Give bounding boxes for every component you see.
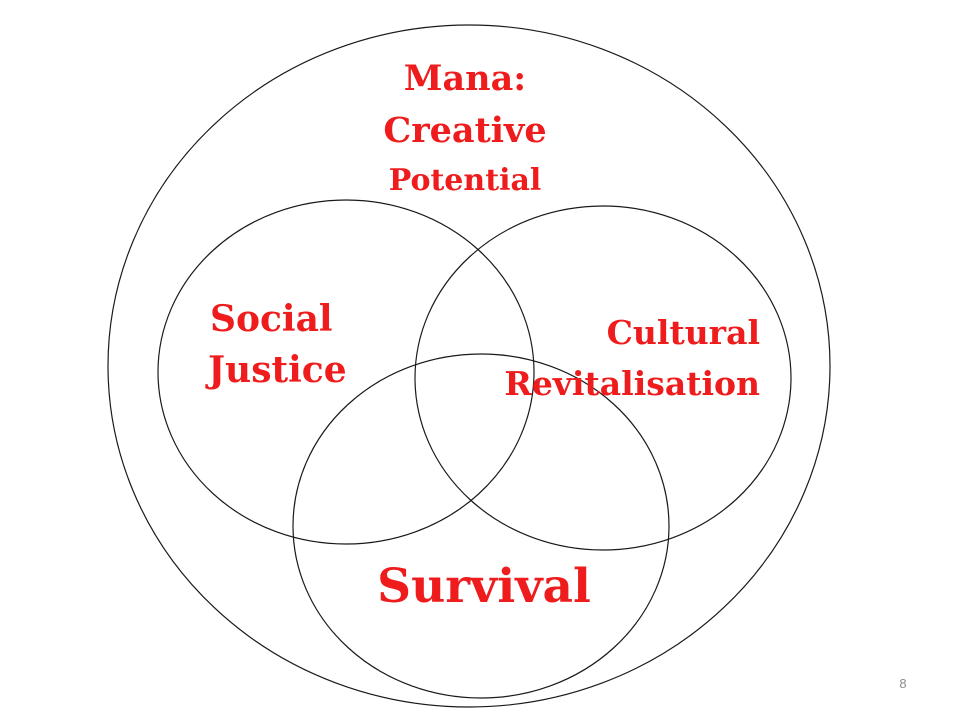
circle-cultural-revitalisation [414, 205, 792, 551]
label-social: Social [210, 298, 333, 340]
page-number: 8 [899, 676, 907, 691]
label-revitalisation: Revitalisation [504, 364, 760, 403]
outer-circle-mana [107, 24, 831, 708]
label-creative: Creative [383, 110, 546, 151]
label-mana: Mana: [404, 58, 526, 99]
label-cultural: Cultural [607, 313, 760, 352]
circle-survival [292, 353, 670, 699]
circle-social-justice [157, 199, 535, 545]
label-justice: Justice [205, 349, 347, 391]
label-survival: Survival [377, 559, 591, 614]
label-potential: Potential [389, 163, 542, 198]
